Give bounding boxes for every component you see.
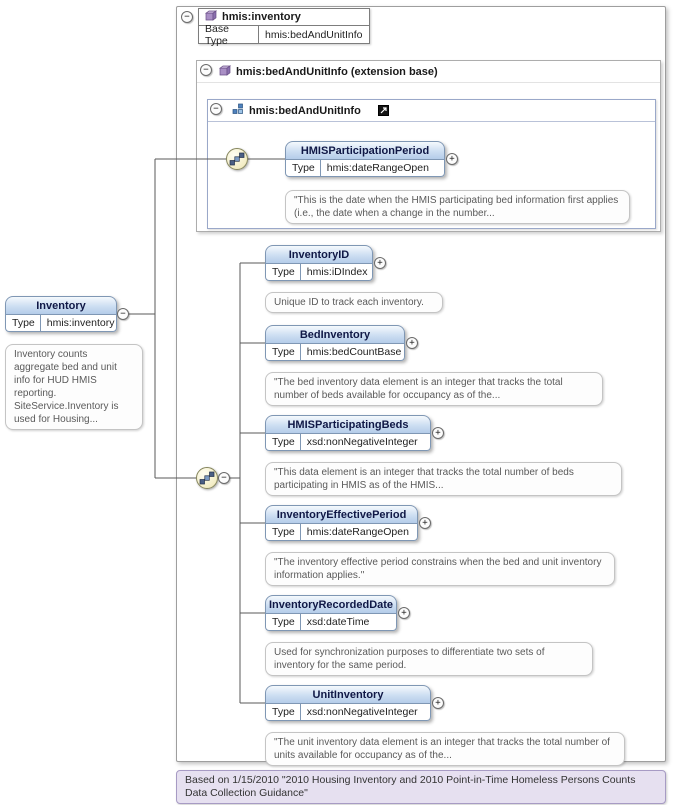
type-value: xsd:dateTime [306,616,370,628]
type-label: Type [266,264,301,280]
type-value: xsd:nonNegativeInteger [306,706,418,718]
annotation-hmisparticipationperiod: "This is the date when the HMIS particip… [285,190,630,224]
element-name: InventoryEffectivePeriod [276,508,407,521]
element-name: UnitInventory [312,688,384,701]
type-label: Type [266,614,301,630]
base-type-row: Base Type hmis:bedAndUnitInfo [198,23,370,47]
expand-toggle-inventoryrecordeddate[interactable]: + [398,607,410,619]
extension-base-header[interactable]: hmis:bedAndUnitInfo (extension base) [197,61,660,83]
complex-type-icon [204,10,218,24]
type-label: Type [266,434,301,450]
element-inventoryrecordeddate[interactable]: InventoryRecordedDate Type xsd:dateTime [265,595,397,631]
extension-base-title: hmis:bedAndUnitInfo (extension base) [236,65,438,78]
element-name: HMISParticipatingBeds [287,418,409,431]
type-value: hmis:dateRangeOpen [306,526,409,538]
root-element-title: hmis:inventory [222,11,301,23]
element-unitinventory[interactable]: UnitInventory Type xsd:nonNegativeIntege… [265,685,431,721]
annotation-hmisparticipatingbeds: "This data element is an integer that tr… [265,462,622,496]
annotation-inventory: Inventory counts aggregate bed and unit … [5,344,143,430]
element-inventoryid[interactable]: InventoryID Type hmis:iDIndex [265,245,373,281]
element-hmisparticipatingbeds[interactable]: HMISParticipatingBeds Type xsd:nonNegati… [265,415,431,451]
element-name: BedInventory [299,328,371,341]
complex-type-icon [218,64,232,79]
sequence-icon-extension[interactable] [226,148,248,170]
model-group-icon [232,103,244,118]
collapse-toggle-root[interactable]: − [181,11,193,23]
element-inventoryeffectiveperiod[interactable]: InventoryEffectivePeriod Type hmis:dateR… [265,505,418,541]
collapse-toggle-extension[interactable]: − [200,64,212,76]
element-bedinventory[interactable]: BedInventory Type hmis:bedCountBase [265,325,405,361]
type-value: hmis:bedCountBase [306,346,402,358]
expand-toggle-hmisparticipationperiod[interactable]: + [446,153,458,165]
expand-toggle-inventoryeffectiveperiod[interactable]: + [419,517,431,529]
expand-toggle-hmisparticipatingbeds[interactable]: + [432,427,444,439]
type-label: Type [266,344,301,360]
sequence-glyph [199,471,215,485]
base-type-value: hmis:bedAndUnitInfo [265,28,363,41]
type-value: hmis:iDIndex [306,266,368,278]
type-label: Type [286,160,321,176]
collapse-toggle-group[interactable]: − [210,103,222,115]
open-in-new-icon[interactable] [377,105,389,116]
sequence-icon-main[interactable] [196,467,218,489]
type-label: Type [266,704,301,720]
collapse-toggle-inventory[interactable]: − [117,308,129,320]
schema-footer-note: Based on 1/15/2010 "2010 Housing Invento… [176,770,666,804]
expand-toggle-inventoryid[interactable]: + [374,257,386,269]
sequence-glyph [229,152,245,166]
element-name: InventoryRecordedDate [268,598,394,611]
element-hmisparticipationperiod[interactable]: HMISParticipationPeriod Type hmis:dateRa… [285,141,445,177]
element-inventory[interactable]: Inventory Type hmis:inventory [5,296,117,332]
expand-toggle-unitinventory[interactable]: + [432,697,444,709]
type-value: hmis:dateRangeOpen [326,162,429,174]
type-value: hmis:inventory [46,317,115,329]
element-name: HMISParticipationPeriod [300,144,430,157]
bedandunitinfo-group-header[interactable]: hmis:bedAndUnitInfo [208,100,655,122]
root-element-box[interactable]: hmis:inventory Base Type hmis:bedAndUnit… [198,8,370,47]
annotation-inventoryeffectiveperiod: "The inventory effective period constrai… [265,552,615,586]
element-name: InventoryID [288,248,350,261]
annotation-unitinventory: "The unit inventory data element is an i… [265,732,625,766]
type-value: xsd:nonNegativeInteger [306,436,418,448]
base-type-label: Base Type [199,23,259,47]
type-label: Type [6,315,41,331]
bedandunitinfo-group-title: hmis:bedAndUnitInfo [249,104,361,117]
annotation-inventoryid: Unique ID to track each inventory. [265,292,443,313]
type-label: Type [266,524,301,540]
annotation-bedinventory: "The bed inventory data element is an in… [265,372,603,406]
expand-toggle-bedinventory[interactable]: + [406,337,418,349]
element-name: Inventory [36,299,86,312]
collapse-toggle-sequence[interactable]: − [218,472,230,484]
annotation-inventoryrecordeddate: Used for synchronization purposes to dif… [265,642,593,676]
root-element-header: hmis:inventory [198,8,370,26]
